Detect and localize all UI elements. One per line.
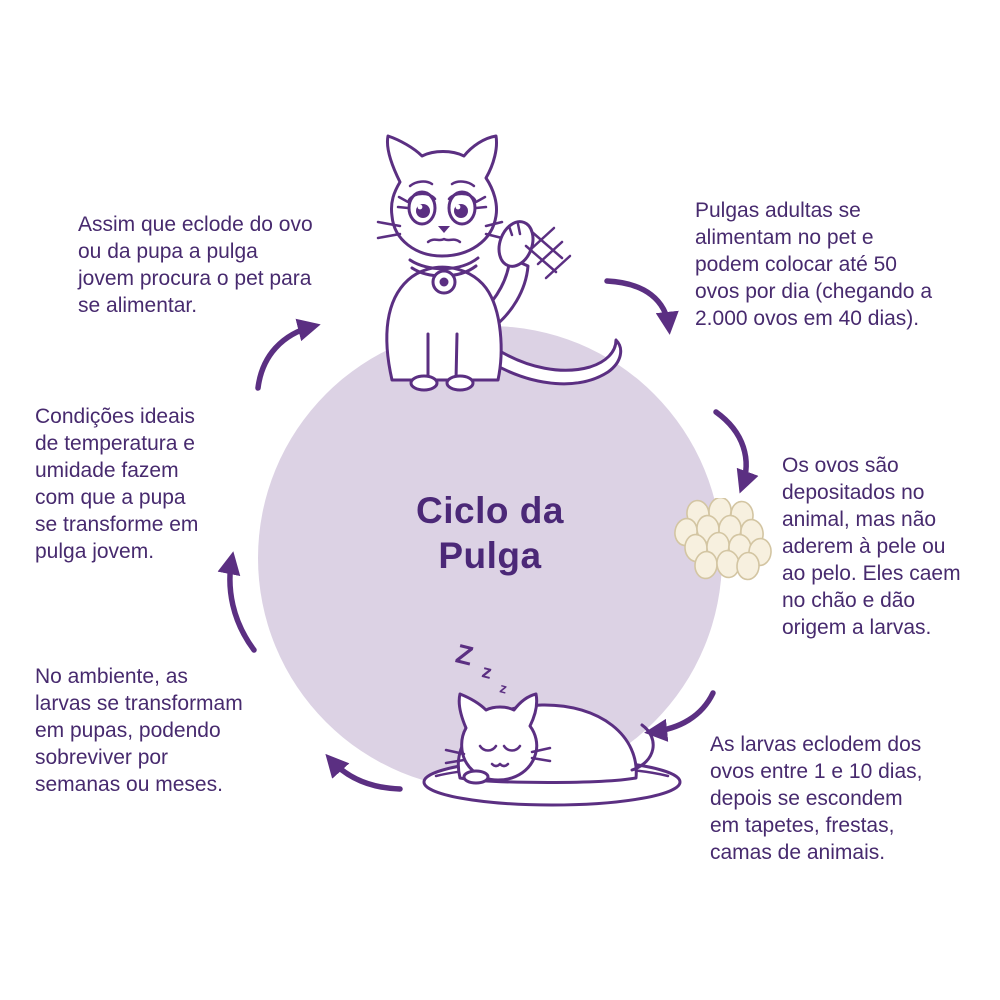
- cycle-arrow-left: [217, 551, 257, 653]
- step-text-eggs-deposited: Os ovos são depositados no animal, mas n…: [782, 454, 961, 639]
- cat-collar: [408, 256, 480, 295]
- sleep-zzz-text: Z z z: [452, 638, 532, 710]
- title-line-1: Ciclo da: [416, 490, 564, 531]
- cat-head: [386, 134, 498, 258]
- cat-raised-leg: [478, 256, 530, 332]
- step-text-young-flea-feeds: Assim que eclode do ovo ou da pupa a pul…: [78, 213, 313, 317]
- cat-eyes: [396, 190, 488, 226]
- zzz-small: z: [498, 679, 509, 697]
- diagram-title: Ciclo da Pulga: [258, 488, 722, 578]
- cycle-arrow-right: [713, 409, 759, 494]
- zzz-medium: z: [479, 661, 495, 684]
- zzz-large: Z: [452, 638, 477, 672]
- step-text-pupa-transforms: Condições ideais de temperatura e umidad…: [35, 405, 199, 563]
- scratch-motion-lines: [524, 226, 572, 280]
- cat-paw: [497, 220, 535, 268]
- step-text-adult-fleas: Pulgas adultas se alimentam no pet e pod…: [695, 199, 932, 330]
- cycle-arrow-top-right: [604, 278, 679, 335]
- step-text-pupae-environment: No ambiente, as larvas se transformam em…: [35, 665, 243, 796]
- title-line-2: Pulga: [438, 535, 542, 576]
- step-text-larvae-hatch: As larvas eclodem dos ovos entre 1 e 10 …: [710, 733, 923, 864]
- cycle-arrow-top-left: [255, 318, 321, 391]
